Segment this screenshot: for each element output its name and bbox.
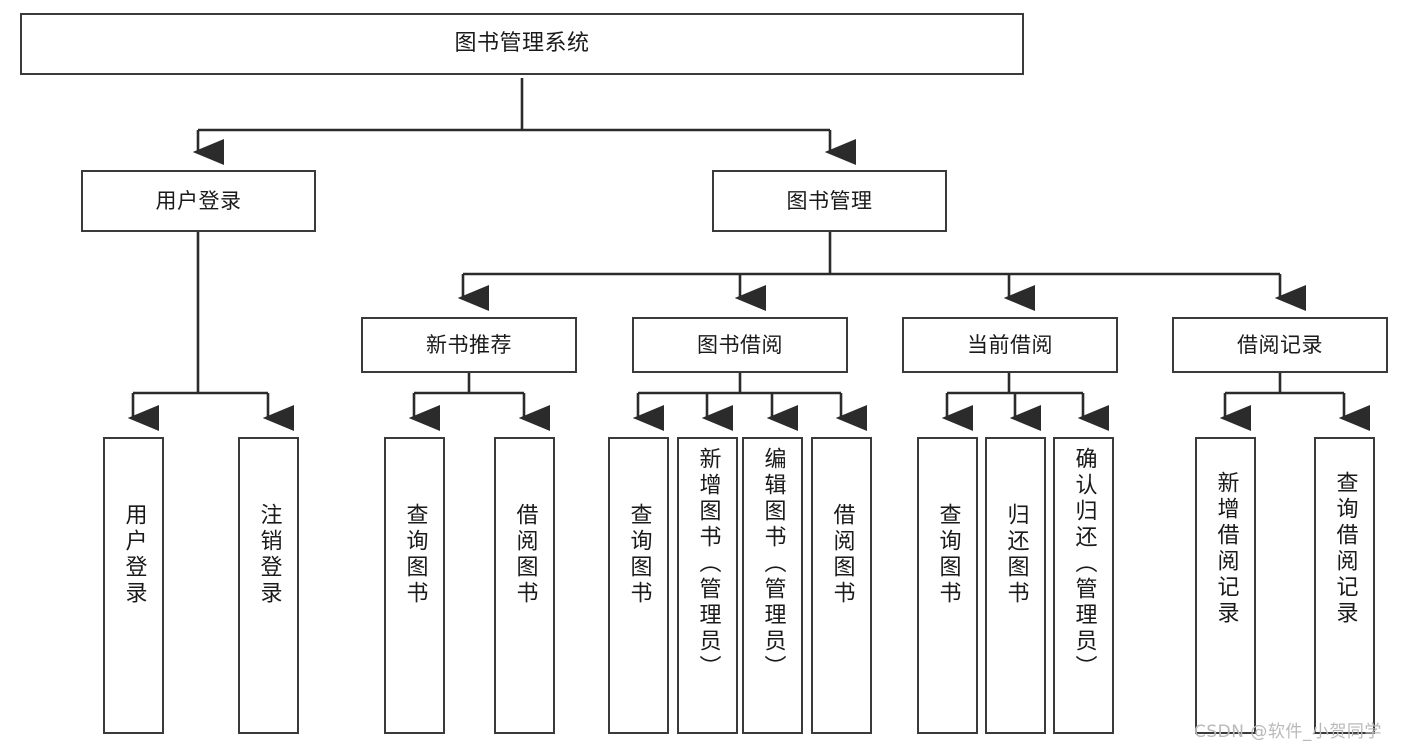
node-label: 图书管理系统 bbox=[454, 31, 590, 57]
node-label: 归还图书 bbox=[1003, 503, 1029, 607]
leaf-query-book-recommend[interactable]: 查询图书 bbox=[384, 437, 445, 734]
leaf-query-borrow-record[interactable]: 查询借阅记录 bbox=[1314, 437, 1375, 734]
leaf-add-borrow-record[interactable]: 新增借阅记录 bbox=[1195, 437, 1256, 734]
leaf-borrow-book-recommend[interactable]: 借阅图书 bbox=[494, 437, 555, 734]
node-label: 注销登录 bbox=[256, 503, 282, 607]
node-label: 用户登录 bbox=[155, 188, 242, 213]
node-label: 图书借阅 bbox=[697, 332, 783, 357]
node-label: 借阅记录 bbox=[1237, 332, 1323, 357]
node-current-borrow[interactable]: 当前借阅 bbox=[902, 317, 1118, 373]
node-borrow-record[interactable]: 借阅记录 bbox=[1172, 317, 1388, 373]
node-label: 新增借阅记录 bbox=[1213, 471, 1239, 627]
node-book-management[interactable]: 图书管理 bbox=[712, 170, 947, 232]
node-label: 借阅图书 bbox=[512, 503, 538, 607]
leaf-query-book-current[interactable]: 查询图书 bbox=[917, 437, 978, 734]
node-label: 新增图书（管理员） bbox=[695, 447, 721, 681]
node-label: 查询图书 bbox=[935, 503, 961, 607]
node-user-login[interactable]: 用户登录 bbox=[81, 170, 316, 232]
node-root-book-management-system[interactable]: 图书管理系统 bbox=[20, 13, 1024, 75]
node-label: 查询借阅记录 bbox=[1332, 471, 1358, 627]
watermark-text: CSDN @软件_小贺同学 bbox=[1194, 722, 1382, 742]
node-label: 编辑图书（管理员） bbox=[760, 447, 786, 681]
node-label: 用户登录 bbox=[121, 503, 147, 607]
node-label: 图书管理 bbox=[786, 188, 873, 213]
leaf-query-book-borrow[interactable]: 查询图书 bbox=[608, 437, 669, 734]
leaf-edit-book-admin[interactable]: 编辑图书（管理员） bbox=[742, 437, 803, 734]
leaf-borrow-book[interactable]: 借阅图书 bbox=[811, 437, 872, 734]
leaf-add-book-admin[interactable]: 新增图书（管理员） bbox=[677, 437, 738, 734]
node-label: 确认归还（管理员） bbox=[1071, 447, 1097, 681]
node-label: 查询图书 bbox=[402, 503, 428, 607]
leaf-user-login[interactable]: 用户登录 bbox=[103, 437, 164, 734]
node-label: 新书推荐 bbox=[426, 332, 512, 357]
leaf-return-book[interactable]: 归还图书 bbox=[985, 437, 1046, 734]
node-book-borrow[interactable]: 图书借阅 bbox=[632, 317, 848, 373]
node-label: 当前借阅 bbox=[967, 332, 1053, 357]
leaf-logout-login[interactable]: 注销登录 bbox=[238, 437, 299, 734]
node-label: 借阅图书 bbox=[829, 503, 855, 607]
node-label: 查询图书 bbox=[626, 503, 652, 607]
leaf-confirm-return-admin[interactable]: 确认归还（管理员） bbox=[1053, 437, 1114, 734]
node-new-book-recommend[interactable]: 新书推荐 bbox=[361, 317, 577, 373]
